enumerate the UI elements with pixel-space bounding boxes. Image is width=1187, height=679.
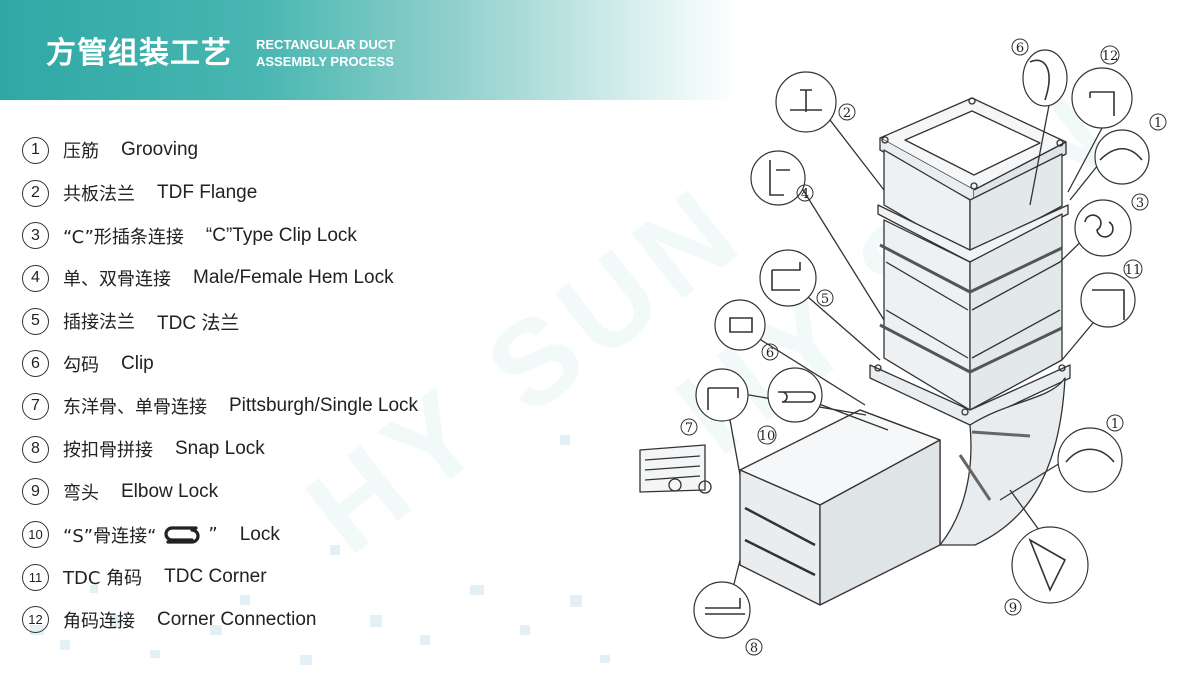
legend-item: 8 按扣骨拼接 Snap Lock	[22, 428, 418, 471]
callout-number: 11	[1125, 263, 1142, 278]
legend-item: 12 角码连接 Corner Connection	[22, 599, 418, 642]
detail-bubble-10	[767, 367, 823, 423]
detail-bubble-1-top	[1094, 129, 1150, 185]
item-label-cn: 共板法兰	[63, 184, 135, 206]
legend-item: 1 压筋 Grooving	[22, 129, 418, 172]
callout-number: 6	[1016, 41, 1024, 56]
title-en-line2: ASSEMBLY PROCESS	[256, 54, 394, 69]
pittsburgh-lock-detail	[639, 444, 712, 494]
item-label-cn: 弯头	[63, 482, 99, 504]
callout-number: 12	[1102, 49, 1119, 64]
detail-bubble-7	[695, 368, 749, 422]
item-label-cn: 压筋	[63, 141, 99, 163]
item-label-en: Corner Connection	[157, 608, 317, 630]
item-label-cn: TDC 角码	[63, 568, 143, 590]
item-number: 6	[22, 350, 49, 378]
item-number: 12	[22, 606, 49, 634]
item-number: 8	[22, 435, 49, 463]
item-label-cn: 插接法兰	[63, 312, 135, 334]
item-number: 3	[22, 222, 49, 250]
item-label-en: Lock	[239, 523, 280, 545]
item-number: 2	[22, 179, 49, 207]
detail-bubble-5	[759, 249, 817, 307]
item-label-cn: “S”骨连接“	[63, 525, 157, 547]
item-label-en: TDC Corner	[164, 566, 267, 588]
callout-number: 1	[1154, 116, 1162, 131]
item-number: 4	[22, 264, 49, 292]
legend-item: 9 弯头 Elbow Lock	[22, 471, 418, 514]
item-label-en: TDF Flange	[157, 182, 258, 204]
title-en-line1: RECTANGULAR DUCT	[256, 37, 396, 52]
callout-number: 1	[1111, 417, 1119, 432]
item-number: 10	[22, 521, 49, 549]
item-number: 7	[22, 392, 49, 420]
legend-item: 2 共板法兰 TDF Flange	[22, 172, 418, 215]
callout-number: 7	[685, 421, 693, 436]
top-flange	[879, 97, 1067, 203]
item-number: 5	[22, 307, 49, 335]
item-number: 9	[22, 478, 49, 506]
item-label-en: Pittsburgh/Single Lock	[229, 395, 419, 417]
item-label-cn: 按扣骨拼接	[63, 440, 153, 462]
item-label-cn: “C”形插条连接	[63, 226, 184, 248]
detail-bubble-11	[1080, 272, 1136, 328]
callout-number: 10	[759, 429, 776, 444]
elbow-section	[939, 377, 1066, 546]
legend-item: 5 插接法兰 TDC 法兰	[22, 300, 418, 343]
legend-item: 11 TDC 角码 TDC Corner	[22, 556, 418, 599]
legend-item: 6 勾码 Clip	[22, 342, 418, 385]
item-label-en: Male/Female Hem Lock	[193, 267, 394, 289]
item-label-cn: 角码连接	[63, 610, 135, 632]
callout-number: 8	[750, 641, 758, 656]
item-label-en: Elbow Lock	[121, 480, 219, 502]
duct-assembly-diagram: 2 4 5 6 7 10 8 9 6 12 1 3 11 1	[639, 38, 1167, 656]
detail-bubble-8	[693, 581, 751, 639]
item-label-cn: 单、双骨连接	[63, 269, 171, 291]
legend-item: 4 单、双骨连接 Male/Female Hem Lock	[22, 257, 418, 300]
s-lock-icon	[164, 525, 200, 544]
detail-bubble-12	[1071, 67, 1133, 129]
header-banner: 方管组装工艺 RECTANGULAR DUCT ASSEMBLY PROCESS	[0, 0, 1187, 100]
item-label-en: Snap Lock	[175, 438, 265, 460]
detail-bubble-6	[714, 299, 766, 351]
callout-number: 5	[821, 292, 829, 307]
item-label-en: Clip	[121, 352, 154, 374]
decorative-dots	[30, 435, 610, 665]
item-label-en: Grooving	[121, 139, 199, 161]
item-label-cn: 东洋骨、单骨连接	[63, 397, 207, 419]
page-title-en: RECTANGULAR DUCT ASSEMBLY PROCESS	[256, 36, 395, 70]
lower-duct-section	[739, 409, 941, 606]
legend-item: 10 “S”骨连接“ ” Lock	[22, 513, 418, 556]
legend-list: 1 压筋 Grooving 2 共板法兰 TDF Flange 3 “C”形插条…	[22, 129, 418, 641]
page-title-cn: 方管组装工艺	[46, 36, 232, 71]
upper-duct-section	[877, 149, 1069, 411]
callout-number: 3	[1136, 196, 1144, 211]
legend-item: 7 东洋骨、单骨连接 Pittsburgh/Single Lock	[22, 385, 418, 428]
callout-number: 6	[766, 346, 774, 361]
callout-number: 2	[843, 106, 851, 121]
detail-bubble-6-clip	[1022, 49, 1068, 107]
item-label-en: “C”Type Clip Lock	[205, 224, 357, 246]
callout-number: 9	[1009, 601, 1017, 616]
legend-item: 3 “C”形插条连接 “C”Type Clip Lock	[22, 214, 418, 257]
item-number: 1	[22, 136, 49, 164]
item-label-cn: 勾码	[63, 354, 99, 376]
detail-bubble-3	[1074, 199, 1132, 257]
item-number: 11	[22, 563, 49, 591]
detail-bubble-9	[1011, 526, 1089, 604]
item-label-en: TDC 法兰	[157, 312, 240, 334]
detail-bubble-4	[750, 150, 806, 206]
detail-bubble-1-bottom	[1057, 427, 1123, 493]
callout-number: 4	[801, 187, 809, 202]
item-label-cn-close: ”	[208, 524, 218, 546]
middle-flange	[869, 364, 1071, 426]
